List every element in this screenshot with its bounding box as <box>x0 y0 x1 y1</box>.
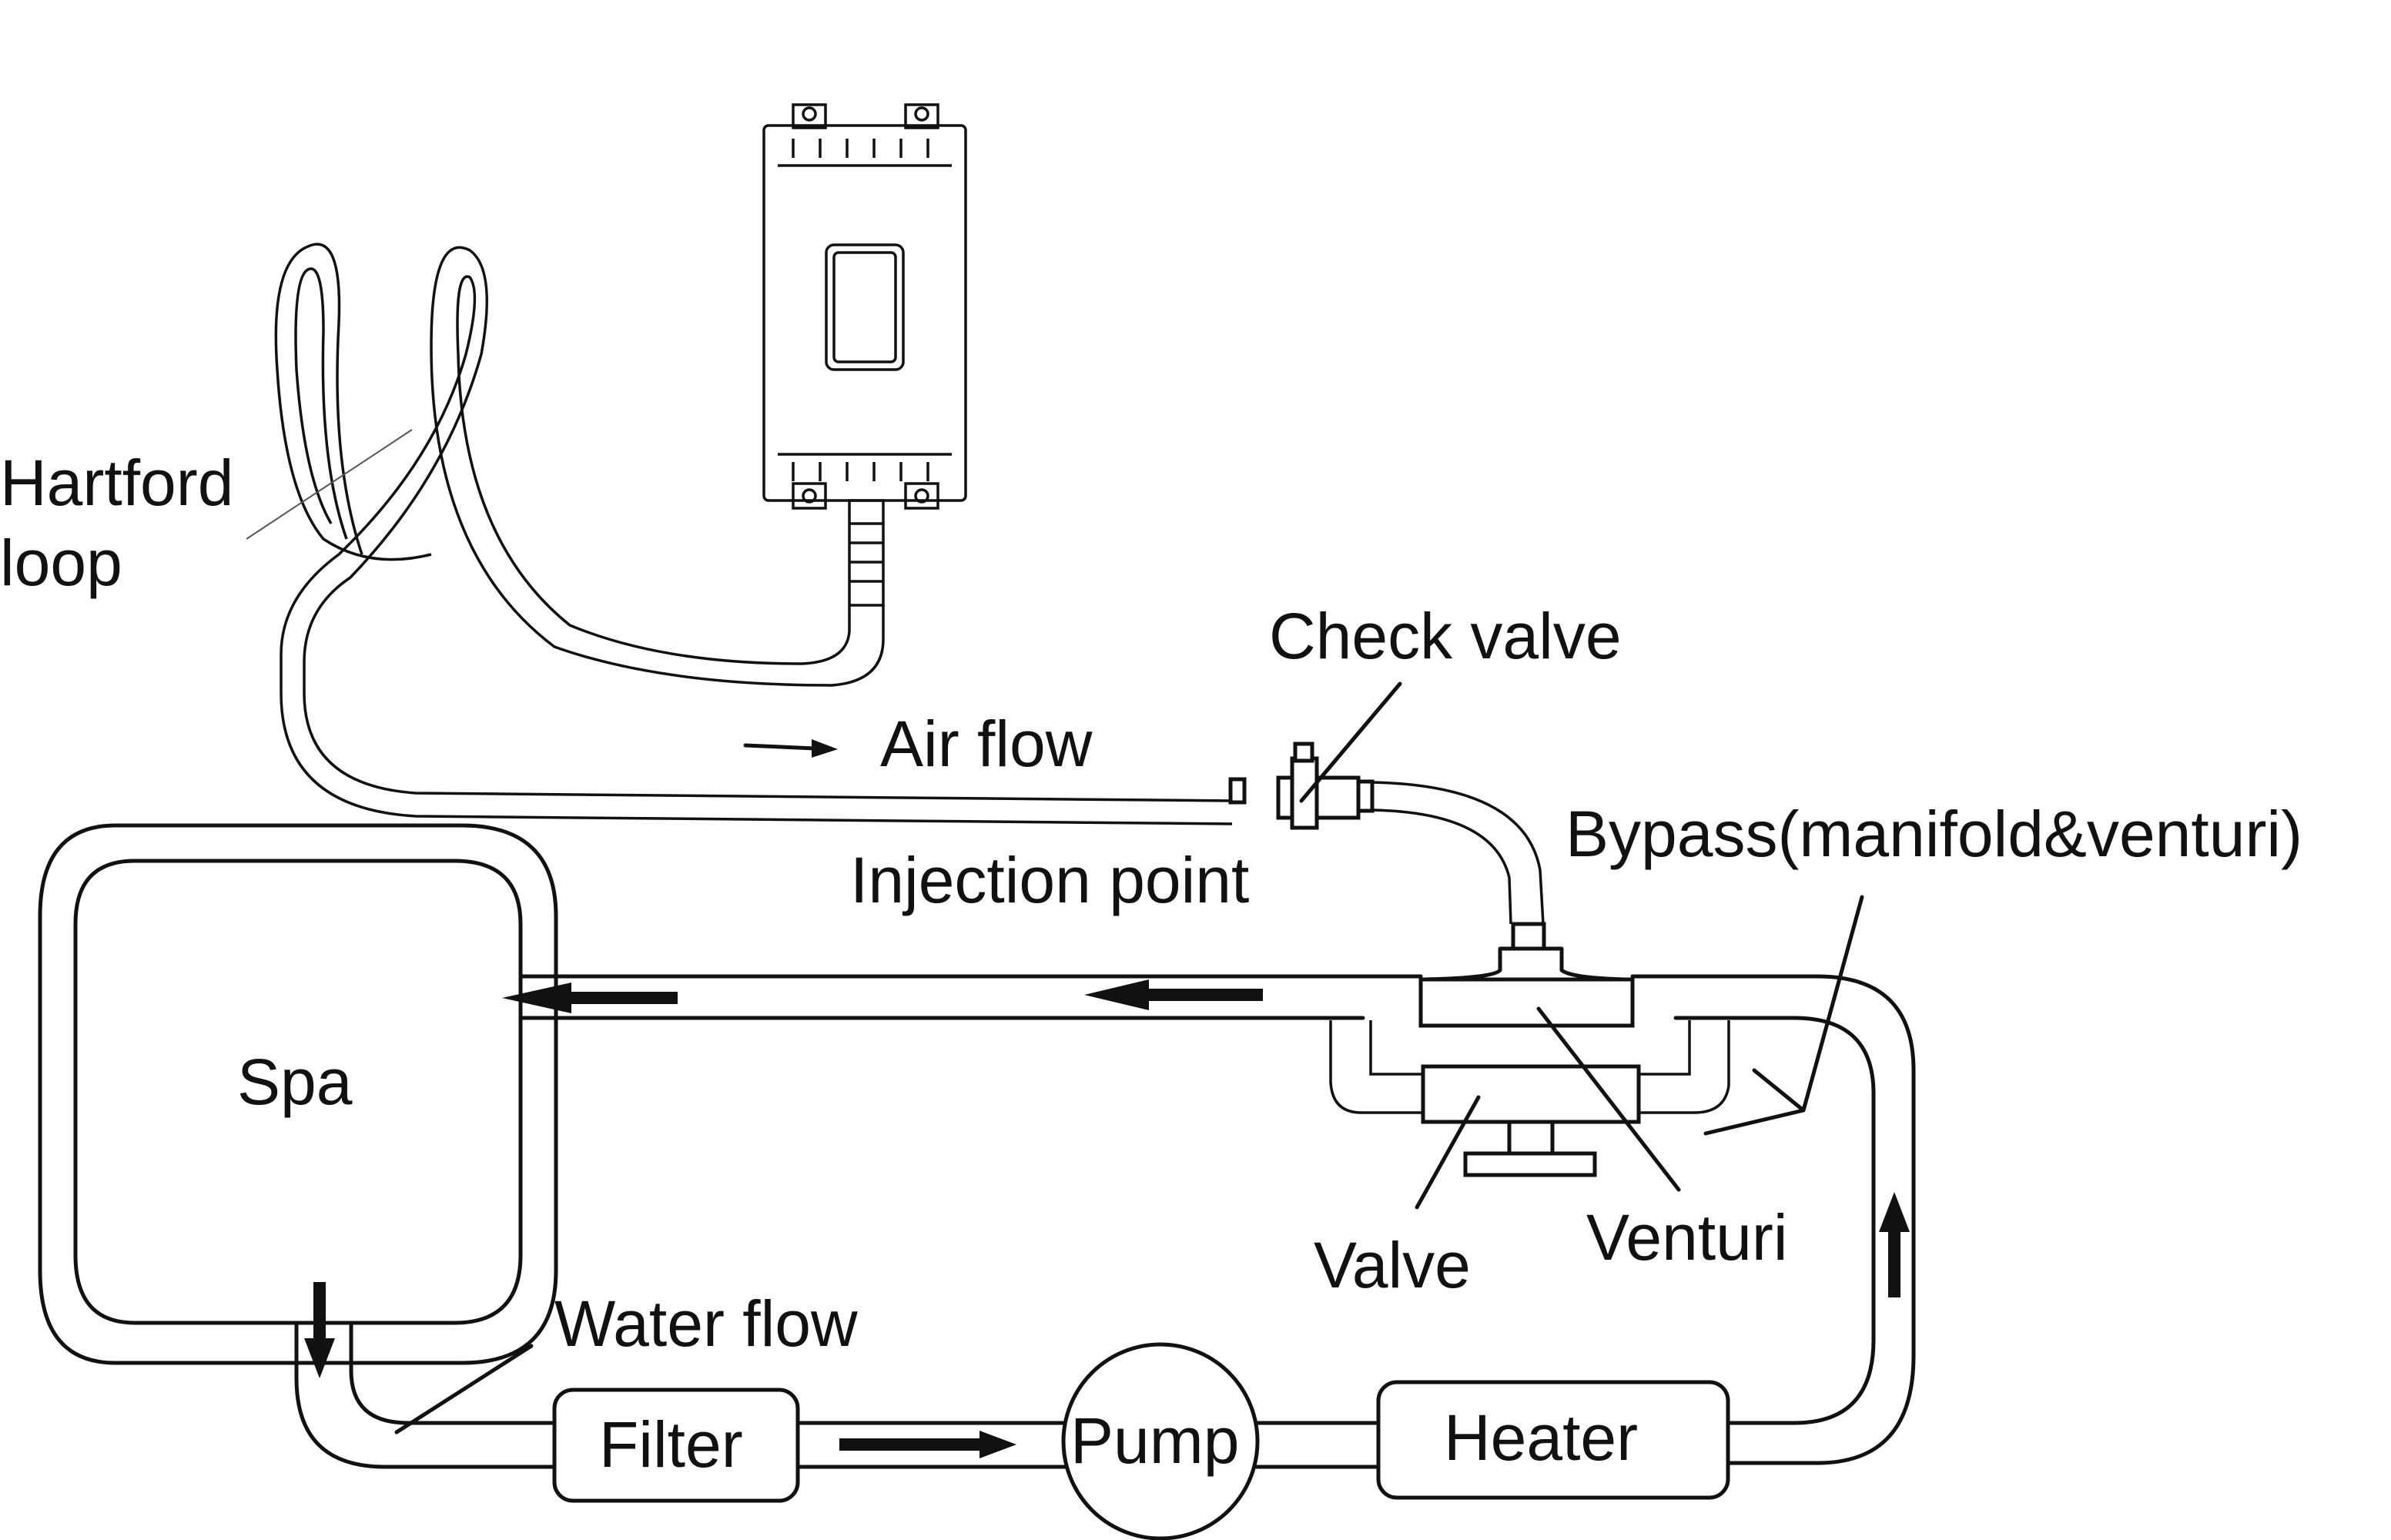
return-pipe <box>518 974 1916 1465</box>
injection-tube <box>1371 781 1545 925</box>
check-valve <box>1228 742 1375 830</box>
filter-box <box>552 1388 800 1503</box>
air-flow-arrow <box>743 739 838 758</box>
water-flow-leader <box>394 1344 534 1435</box>
air-flow-label: Air flow <box>880 708 1093 780</box>
venturi-leader <box>1536 1006 1681 1192</box>
supply-pipe <box>294 1321 1381 1469</box>
bypass-manifold <box>1329 946 1730 1177</box>
bypass-leader <box>1703 895 1864 1136</box>
bypass-label: Bypass(manifold&venturi) <box>1566 798 2302 870</box>
valve-label: Valve <box>1314 1229 1471 1301</box>
water-flow-label: Water flow <box>554 1287 858 1360</box>
check-valve-leader <box>1299 681 1402 803</box>
injection-point-label: Injection point <box>850 844 1249 916</box>
spa-label: Spa <box>237 1046 353 1118</box>
pump-circle <box>1061 1342 1260 1540</box>
heater-box <box>1376 1380 1730 1500</box>
pump-label: Pump <box>1070 1404 1239 1477</box>
valve-leader <box>1415 1095 1481 1210</box>
hartford-label-line1: Hartford <box>0 447 233 519</box>
injection-fitting <box>1511 922 1546 951</box>
ozone-generator <box>762 103 967 607</box>
hartford-label-line2: loop <box>0 527 122 599</box>
check-valve-label: Check valve <box>1269 600 1622 672</box>
supply-arrow <box>839 1431 1016 1458</box>
hartford-leader <box>246 429 413 540</box>
return-arrow-up <box>1879 1192 1910 1297</box>
venturi-label: Venturi <box>1586 1201 1788 1274</box>
heater-label: Heater <box>1444 1401 1638 1474</box>
air-tube <box>274 243 1233 825</box>
return-arrow-mid <box>1084 979 1263 1010</box>
spa-tank <box>38 823 558 1365</box>
water-outflow-arrow <box>304 1282 335 1378</box>
filter-label: Filter <box>599 1408 743 1481</box>
return-arrow-spa <box>502 983 678 1013</box>
